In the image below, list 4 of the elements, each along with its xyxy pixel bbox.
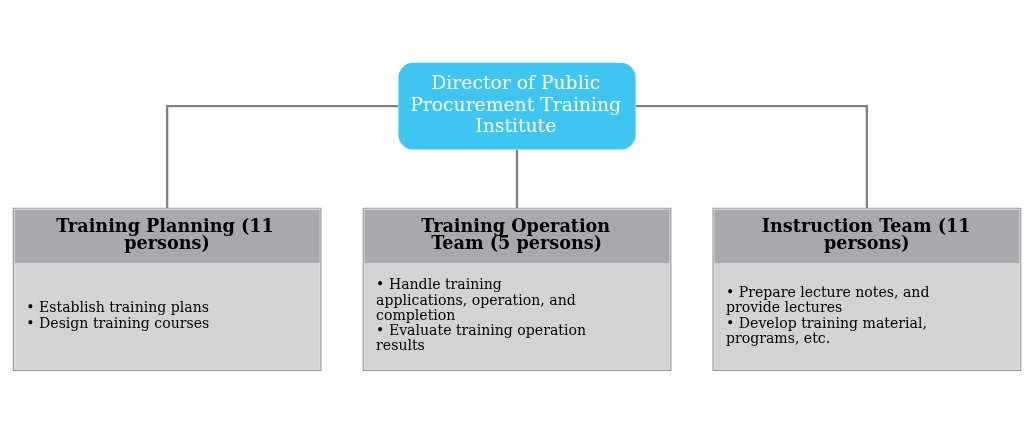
connector (515, 150, 519, 209)
connector (635, 104, 869, 208)
connector (165, 104, 399, 208)
node-box: Director of Public Procurement Training Institute (398, 62, 636, 150)
